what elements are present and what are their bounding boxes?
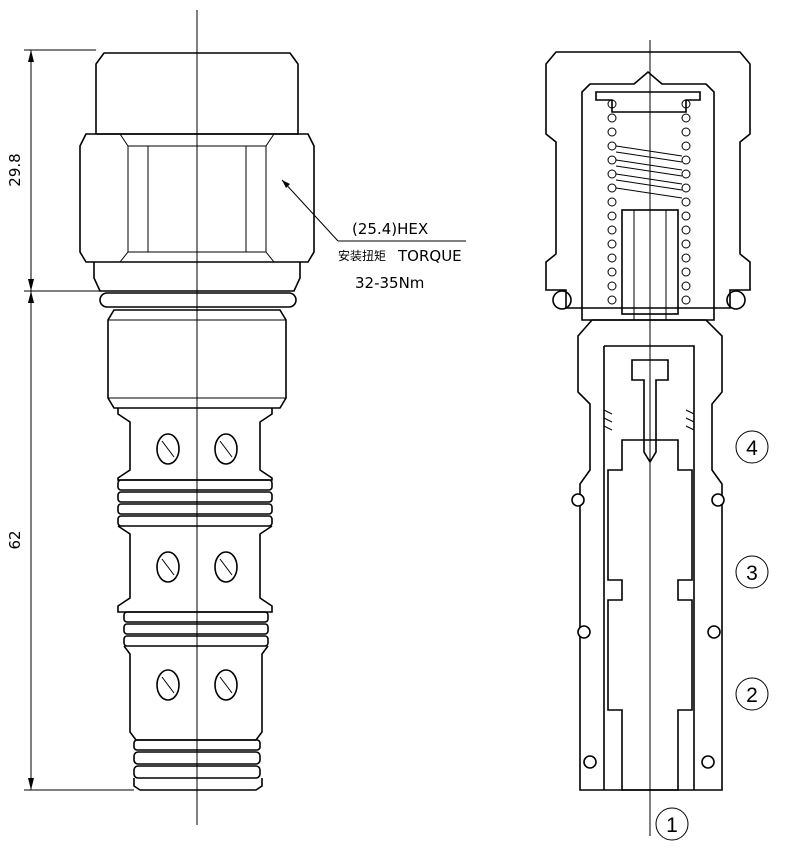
port-marker-4: 4: [735, 430, 769, 464]
spring-chamber: [581, 70, 715, 321]
hex-size-label: (25.4)HEX: [352, 220, 428, 238]
exterior-port-holes: [156, 433, 238, 701]
sleeve-o-rings: [571, 493, 725, 769]
pilot-needle: [631, 359, 669, 464]
ring-groove-upper: [117, 479, 273, 527]
body-upper: [117, 408, 273, 481]
torque-value: 32-35Nm: [355, 274, 424, 292]
cap-bolt-left: [552, 290, 572, 310]
cap-bolt-right: [726, 290, 746, 310]
torque-label-cn: 安装扭矩: [338, 248, 386, 263]
ring-groove-lower: [123, 611, 269, 647]
svg-text:2: 2: [746, 684, 758, 707]
valve-sleeve: [577, 319, 723, 791]
exterior-view: 29.8 62: [6, 10, 466, 825]
port-marker-1: 1: [655, 807, 689, 841]
spool: [607, 439, 693, 791]
dimension-lines: [24, 49, 134, 791]
sleeve-threads: [603, 409, 695, 431]
spring-retainer: [595, 91, 701, 113]
dim-top-height: 29.8: [6, 153, 24, 186]
body-middle: [117, 525, 273, 613]
section-view: [545, 40, 751, 836]
spring-wire: [615, 145, 683, 199]
svg-text:3: 3: [746, 562, 758, 585]
svg-text:4: 4: [746, 437, 758, 460]
port-marker-3: 3: [735, 555, 769, 589]
sleeve-bore: [603, 345, 695, 790]
upper-o-ring: [99, 292, 297, 308]
hex-callout-leader: [281, 179, 466, 242]
svg-text:1: 1: [666, 814, 678, 837]
torque-label-en: TORQUE: [397, 247, 462, 265]
section-cap: [545, 51, 751, 309]
bottom-rings: [133, 739, 263, 791]
body-lower: [123, 645, 269, 741]
dim-body-height: 62: [6, 530, 24, 549]
spring-coils-left: [607, 99, 617, 305]
spring-coils-right: [681, 99, 691, 305]
port-marker-2: 2: [735, 677, 769, 711]
